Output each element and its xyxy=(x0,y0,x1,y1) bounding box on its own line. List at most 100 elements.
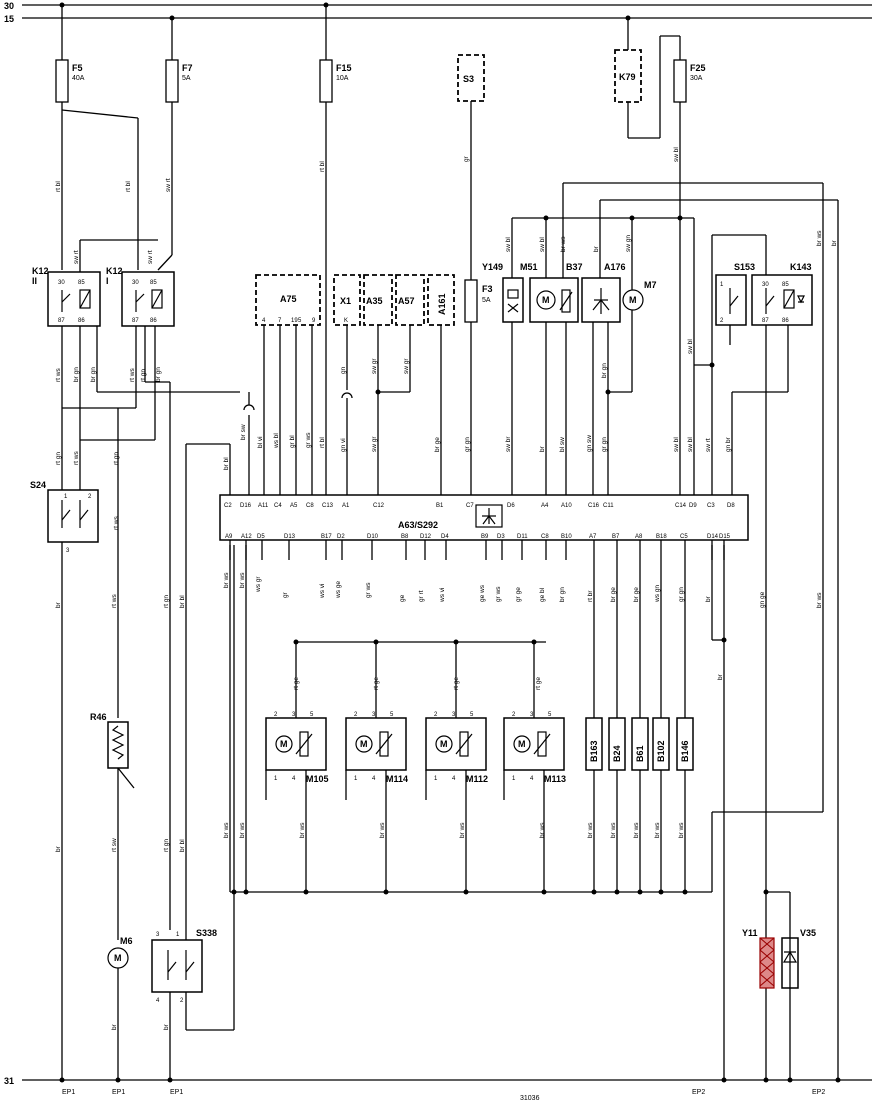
wire-color-label: br xyxy=(593,245,600,252)
k12-ii-pin85: 85 xyxy=(78,280,85,286)
wire-color-label: rt sw xyxy=(111,838,118,852)
a75-pin5: 5 xyxy=(298,318,302,324)
ep1-c: EP1 xyxy=(170,1089,183,1096)
m6-id: M6 xyxy=(120,936,133,946)
wire-color-label: sw rt xyxy=(705,438,712,452)
module-a75: A75 4 7 19 5 9 xyxy=(255,274,321,326)
flap-motor-pin: 2 xyxy=(512,712,516,718)
controller-top-pin: C7 xyxy=(466,503,474,509)
module-wires xyxy=(229,325,442,495)
fuse-f5: F5 40A xyxy=(55,2,139,270)
wire-color-label: rt bl xyxy=(319,437,326,448)
wire-color-label: br xyxy=(111,1023,118,1030)
fuse-f15-id: F15 xyxy=(336,63,352,73)
wire-color-label: gr ge xyxy=(515,587,522,602)
flap-motor-id: M112 xyxy=(466,774,488,784)
wire-color-label: sw rt xyxy=(73,250,80,264)
m51-id: M51 xyxy=(520,262,538,272)
wire-color-label: br ws xyxy=(678,822,685,838)
flap-motor-pin: 2 xyxy=(354,712,358,718)
m7-id: M7 xyxy=(644,280,657,290)
sensor-id: B24 xyxy=(612,745,622,762)
k79-id: K79 xyxy=(619,72,636,82)
a176-id: A176 xyxy=(604,262,626,272)
ep1-b: EP1 xyxy=(112,1089,125,1096)
wire-color-label: br ge xyxy=(633,587,640,602)
rail-30: 30 xyxy=(4,1,872,11)
a75-id: A75 xyxy=(280,294,297,304)
s24-pin1: 1 xyxy=(64,494,68,500)
wire-color-label: br xyxy=(55,845,62,852)
r46-id: R46 xyxy=(90,712,107,722)
controller-top-pin: C2 xyxy=(224,503,232,509)
wire-color-label: sw br xyxy=(505,436,512,452)
controller-top-pin: C8 xyxy=(306,503,314,509)
relay-k12-i: K12 I 30 85 87 86 xyxy=(62,266,175,930)
temperature-sensor: B102 xyxy=(652,560,670,895)
controller-top-pin: C16 xyxy=(588,503,600,509)
temperature-sensor: B61 xyxy=(631,560,649,895)
rail-15-label: 15 xyxy=(4,14,14,24)
flap-motor-pin: 4 xyxy=(530,776,534,782)
wire-color-label: br ws xyxy=(587,822,594,838)
x1-pin-k: K xyxy=(344,318,348,324)
controller-bottom-pin: D12 xyxy=(420,534,432,540)
b37-id: B37 xyxy=(566,262,583,272)
wire-color-label: rt ge xyxy=(293,677,300,690)
y149-id: Y149 xyxy=(482,262,503,272)
m51-letter: M xyxy=(542,295,550,305)
motor-m51: M51 M xyxy=(520,183,579,495)
s24-pin2: 2 xyxy=(88,494,92,500)
controller-bottom-pin: B9 xyxy=(481,534,489,540)
flap-motor-pin: 4 xyxy=(372,776,376,782)
wire-color-label: br xyxy=(163,1023,170,1030)
temperature-sensor: B24 xyxy=(608,560,626,895)
sensor-id: B163 xyxy=(589,740,599,762)
wire-color-label: sw bl xyxy=(505,237,512,252)
ep2-lines xyxy=(711,545,727,1083)
motor-m6: M M6 xyxy=(107,936,133,1083)
controller-bottom-pin: D10 xyxy=(367,534,379,540)
a75-pin4: 4 xyxy=(262,318,266,324)
controller-bottom-pin: A9 xyxy=(225,534,233,540)
s3-id: S3 xyxy=(463,74,474,84)
wire-color-label: sw gr xyxy=(371,358,378,374)
wire-color-label: sw bl xyxy=(673,147,680,162)
controller-bottom-pin: B18 xyxy=(656,534,667,540)
wire-color-label: br sw xyxy=(240,424,247,440)
flap-motor-pin: 1 xyxy=(512,776,516,782)
wire-color-label: br ws xyxy=(816,592,823,608)
wire-color-label: gr rt xyxy=(418,590,425,602)
wire-color-label: ge bl xyxy=(539,587,546,602)
controller-bottom-pin: D13 xyxy=(284,534,296,540)
wire-color-label: br bl xyxy=(223,457,230,470)
k12-i-sub: I xyxy=(106,276,109,286)
controller-bottom-pin: C8 xyxy=(541,534,549,540)
wire-color-label: gn ge xyxy=(759,591,766,608)
wire-color-label: gr xyxy=(463,155,470,162)
wire-color-label: gr ws xyxy=(495,586,502,602)
ground-bus xyxy=(229,272,824,895)
fuse-f25: F25 30A xyxy=(673,36,706,220)
fuse-f3: F3 5A xyxy=(464,279,493,495)
k12-i-id: K12 xyxy=(106,266,123,276)
wire-color-label: sw rt xyxy=(165,178,172,192)
wire-color-label: rt gn xyxy=(163,595,170,608)
wire-color-label: br ws xyxy=(610,822,617,838)
wire-color-label: bl vi xyxy=(257,436,264,448)
wire-color-label: sw rt xyxy=(147,250,154,264)
wire-color-label: ws vi xyxy=(319,584,326,599)
a75-pin9: 9 xyxy=(312,318,316,324)
wire-color-label: sw bl xyxy=(673,437,680,452)
valve-y11: Y11 xyxy=(742,889,790,1083)
controller-bottom-pin: D3 xyxy=(497,534,505,540)
ep1-a: EP1 xyxy=(62,1089,75,1096)
fuse-f7: F7 5A xyxy=(157,15,193,271)
temperature-sensor: B163 xyxy=(585,560,603,895)
